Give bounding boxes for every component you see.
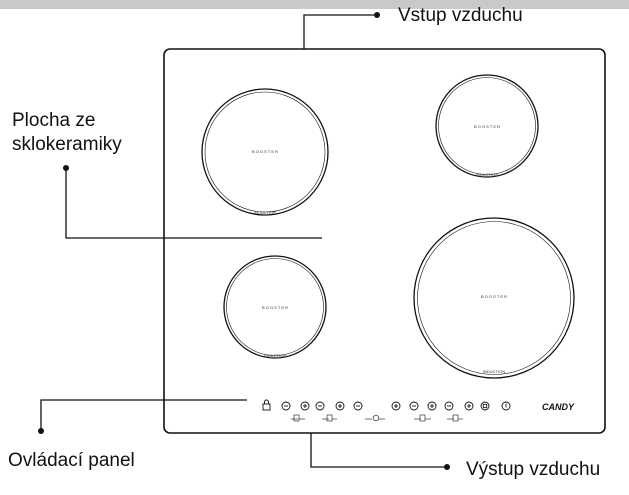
leader-glass-surface	[65, 168, 322, 239]
zone-bottom-left: B O O S T E R INDUCTION	[223, 255, 327, 359]
plus-icon	[464, 401, 474, 411]
zone-top-right: B O O S T E R INDUCTION	[435, 74, 539, 178]
leader-dot-glass-surface	[63, 165, 69, 171]
leader-dot-air-outlet	[444, 464, 450, 470]
zone-display	[291, 414, 305, 422]
booster-icon	[480, 401, 490, 411]
leader-dot-air-inlet	[374, 12, 380, 18]
zone-display	[322, 414, 337, 422]
power-icon	[501, 401, 511, 411]
induction-label: INDUCTION	[476, 172, 498, 177]
booster-label: B O O S T E R	[252, 149, 278, 154]
booster-label: B O O S T E R	[474, 124, 500, 129]
plus-icon	[300, 401, 310, 411]
plus-icon	[335, 401, 345, 411]
leader-air-inlet	[303, 14, 377, 49]
leader-air-outlet	[310, 433, 447, 468]
booster-label: B O O S T E R	[262, 305, 288, 310]
brand-logo: CANDY	[542, 402, 575, 412]
minus-icon	[353, 401, 363, 411]
plus-icon	[391, 401, 401, 411]
lock-icon	[262, 399, 271, 411]
label-glass-surface-line2: sklokeramiky	[12, 134, 122, 155]
label-control-panel: Ovládací panel	[8, 450, 135, 471]
induction-label: INDUCTION	[264, 353, 286, 358]
plus-icon	[427, 401, 437, 411]
zone-bottom-right: B O O S T E R INDUCTION	[413, 217, 575, 379]
minus-icon	[281, 401, 291, 411]
minus-icon	[315, 401, 325, 411]
top-bar	[0, 0, 629, 9]
timer-icon	[365, 414, 385, 422]
label-air-inlet: Vstup vzduchu	[398, 5, 523, 26]
induction-label: INDUCTION	[254, 210, 276, 215]
minus-icon	[444, 401, 454, 411]
zone-display	[414, 414, 431, 422]
label-air-outlet: Výstup vzduchu	[466, 459, 601, 480]
zone-display	[447, 414, 463, 422]
control-panel	[262, 399, 511, 422]
minus-icon	[409, 401, 419, 411]
booster-label: B O O S T E R	[481, 294, 507, 299]
leader-dot-control-panel	[38, 428, 44, 434]
label-glass-surface-line1: Plocha ze	[12, 110, 96, 131]
leader-control-panel	[40, 399, 247, 431]
induction-label: INDUCTION	[483, 369, 505, 374]
hob-outline	[163, 48, 606, 434]
zone-top-left: B O O S T E R INDUCTION	[201, 88, 329, 216]
